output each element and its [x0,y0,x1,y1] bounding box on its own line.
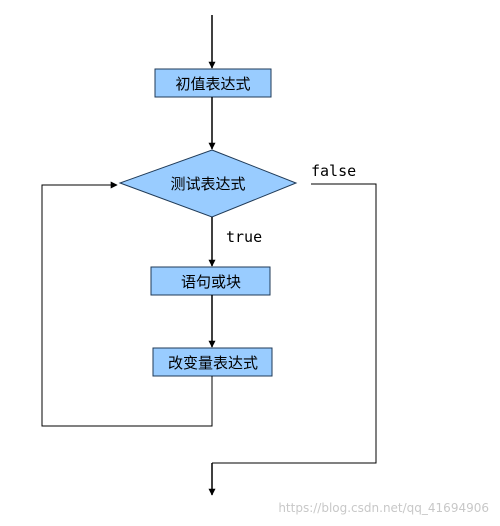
update-label: 改变量表达式 [168,354,258,372]
test-label: 测试表达式 [170,175,245,193]
init-box [154,68,272,98]
true-label: true [226,228,262,246]
false-label: false [311,162,356,180]
init-label: 初值表达式 [175,75,250,93]
body-node: 语句或块 [150,266,271,296]
update-box [152,347,273,377]
update-node: 改变量表达式 [152,347,273,377]
body-label: 语句或块 [181,273,241,291]
test-node: 测试表达式 [118,149,298,218]
loop-back-line [41,181,213,427]
false-branch-line [212,183,377,464]
init-node: 初值表达式 [154,68,272,98]
watermark: https://blog.csdn.net/qq_41694906 [278,501,489,515]
body-box [150,266,271,296]
